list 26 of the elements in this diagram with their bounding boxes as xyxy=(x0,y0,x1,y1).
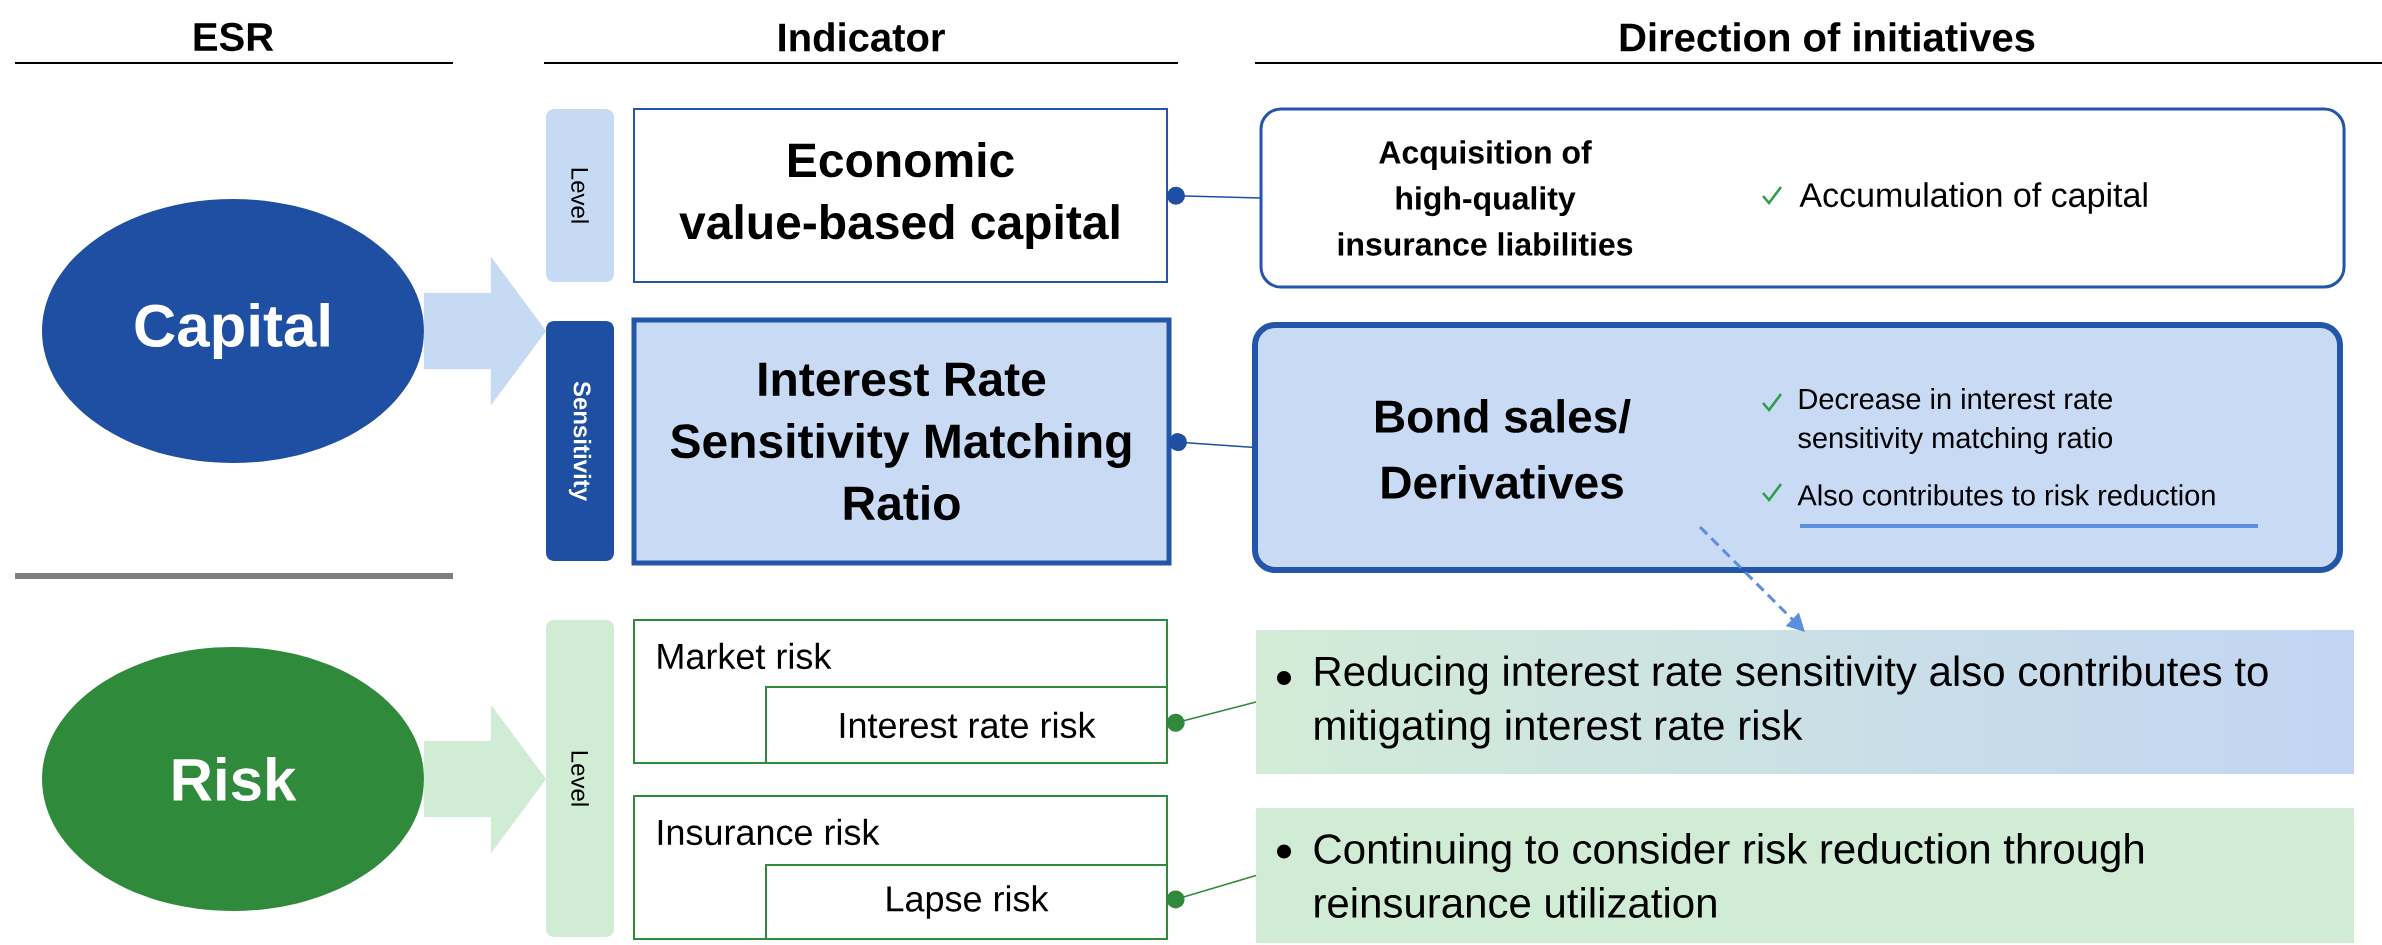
connector-line xyxy=(1167,186,1262,205)
box-heading: Acquisition of high-quality insurance liabilities xyxy=(1338,140,1633,256)
check-item: Decrease in interest rate sensitivity matching ratio xyxy=(1798,388,2113,454)
check-item: Also contributes to risk reduction xyxy=(1797,484,2215,506)
sub-risk-box: Lapse risk xyxy=(765,864,1168,940)
sub-risk-box: Interest rate risk xyxy=(765,686,1168,764)
text-band: Continuing to consider risk reduction through reinsurance utilization xyxy=(1256,808,2354,943)
column-heading: Direction of initiatives xyxy=(1620,22,2035,52)
initiative-box xyxy=(1252,322,2343,573)
connector-line xyxy=(1166,701,1257,732)
connector-line xyxy=(1166,874,1257,909)
side-tab: Level xyxy=(546,109,614,282)
side-tab: Level xyxy=(546,620,614,937)
block-arrow xyxy=(423,704,547,854)
box-heading: Bond sales/ Derivatives xyxy=(1376,399,1631,499)
arrow xyxy=(1698,525,1805,632)
block-arrow xyxy=(423,256,547,406)
column-heading: ESR xyxy=(194,22,274,52)
indicator-box: Economic value-based capital xyxy=(633,108,1168,283)
indicator-box: Interest Rate Sensitivity Matching Ratio xyxy=(631,317,1172,566)
side-tab: Sensitivity xyxy=(546,321,614,561)
check-item: Accumulation of capital xyxy=(1799,182,2147,214)
initiative-box xyxy=(1259,107,2346,289)
column-heading: Indicator xyxy=(779,22,945,52)
connector-line xyxy=(1169,433,1256,452)
text-band: Reducing interest rate sensitivity also contributes to mitigating interest rate risk xyxy=(1277,655,2268,749)
